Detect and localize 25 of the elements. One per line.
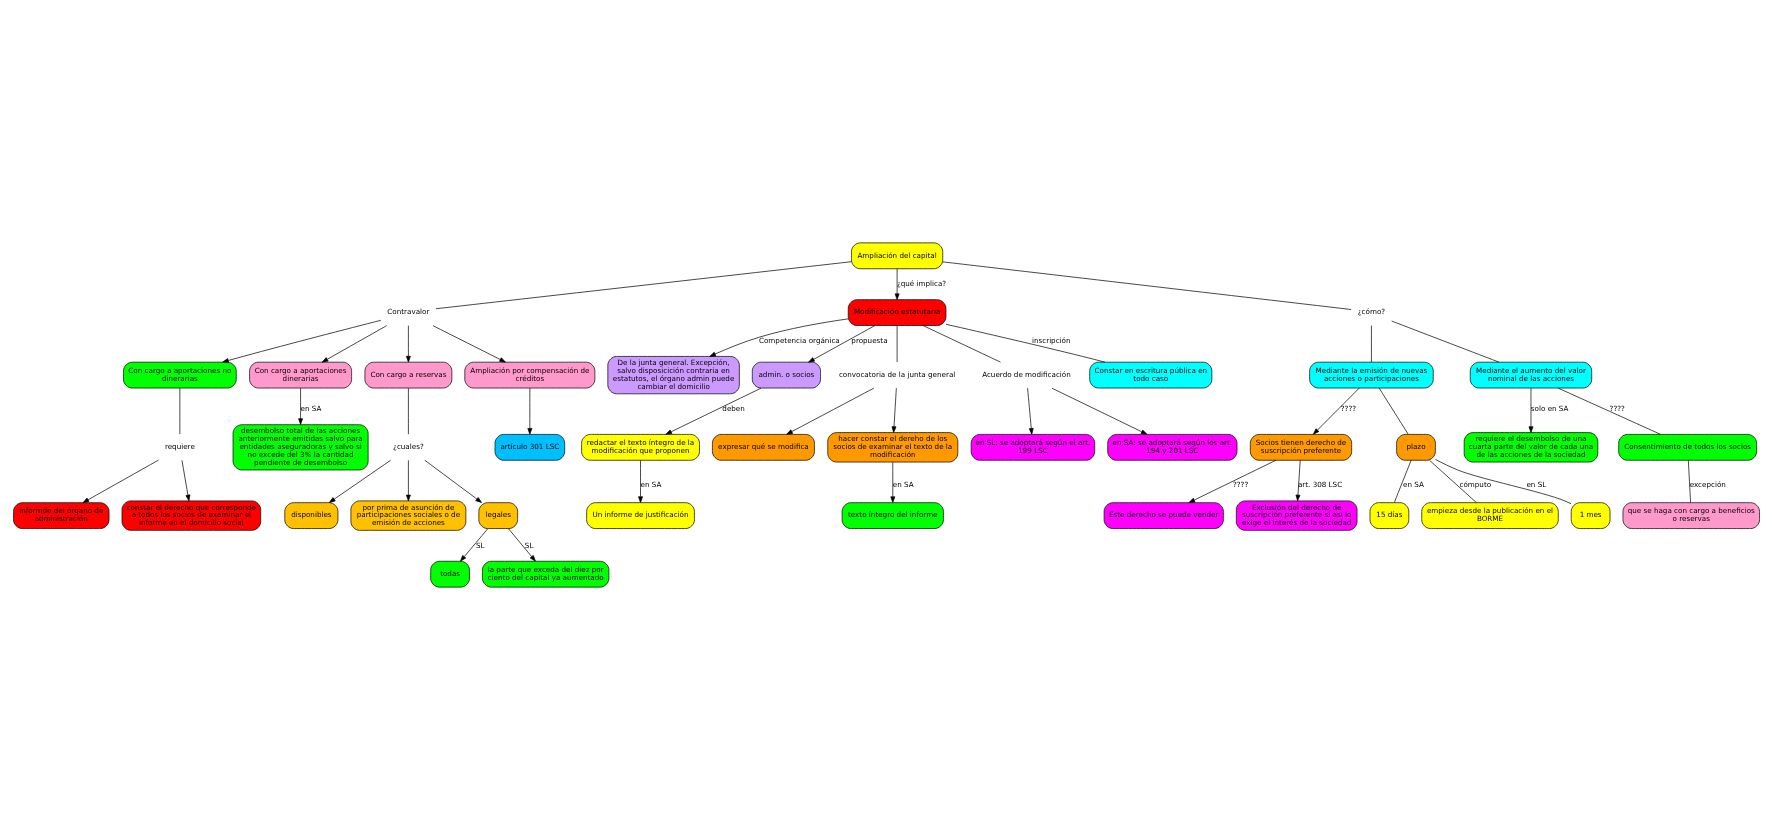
edge-label: art. 308 LSC [1297,479,1342,489]
node-text: Acuerdo de modificación [981,369,1071,379]
edge-label: en SA [640,479,661,489]
node-text: Contravalor [386,306,429,316]
node-text: ¿cuales? [392,441,424,451]
edge-label: inscripción [1031,335,1071,345]
edge-label: ???? [1232,479,1248,489]
edge-label: ???? [1609,403,1625,413]
edge-label: en SA [1402,479,1424,489]
edge-label: ¿qué implica? [896,278,946,288]
edge-label: ???? [1340,403,1356,413]
edge-label: deben [721,403,745,413]
edge-label: Competencia orgánica [758,335,840,345]
edge-label: solo en SA [1530,403,1568,413]
node-text: requiere [164,441,195,451]
node-text: ¿cómo? [1357,306,1385,316]
node-text: convocatoria de la junta general [838,369,955,379]
edge-label: en SA [300,403,321,413]
edge-label: propuesta [850,335,888,345]
edge-label: excepción [1689,479,1726,489]
edge-label: SL [524,540,533,550]
edge-label: SL [475,540,485,550]
edge-label: en SL [1525,479,1546,489]
edge-label: cómputo [1458,479,1491,489]
edge-label: en SA [892,479,914,489]
